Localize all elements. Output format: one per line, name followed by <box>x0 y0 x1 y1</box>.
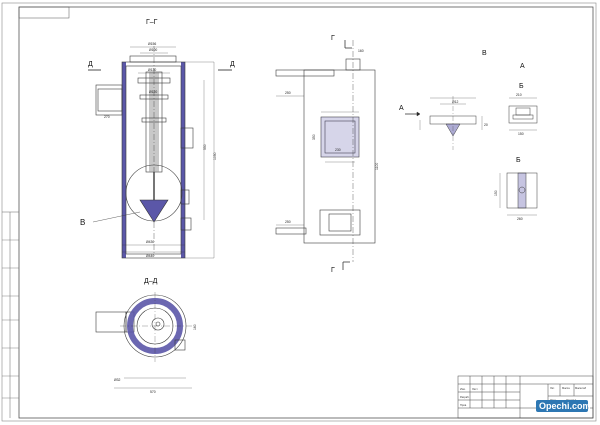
dim-dd-r: Ø32 <box>114 378 121 382</box>
dim-b-top-bottom: 150 <box>518 132 524 136</box>
label-b-top: Б <box>519 83 524 90</box>
section-d-d-view <box>95 292 194 389</box>
dim-window-height: 350 <box>312 134 316 140</box>
dim-front-width: 250 <box>285 91 291 95</box>
label-marker-a: А <box>399 105 404 112</box>
dim-side-height: 1050 <box>213 152 217 160</box>
dim-dd-side: 160 <box>193 324 197 330</box>
dim-bottom-2: Ø440 <box>146 254 154 258</box>
top-stamp-box <box>18 6 70 19</box>
dim-b-side: 150 <box>494 190 498 196</box>
dim-pipe-length: 270 <box>104 115 110 119</box>
dim-a-h: 20 <box>484 123 488 127</box>
label-detail-v: В <box>482 50 487 57</box>
dim-b-width: 260 <box>517 217 523 221</box>
label-view-a: А <box>520 63 525 70</box>
dim-inner-1: Ø100 <box>149 48 157 52</box>
watermark-text: Opechi.com <box>539 401 591 411</box>
tb-row-izm: Изм. <box>460 387 466 391</box>
tb-row-prov: Пров. <box>460 403 467 407</box>
label-cut-d-left: Д <box>88 61 93 68</box>
tb-col-masshtab: Масштаб <box>575 386 587 390</box>
detail-v-view <box>405 96 483 150</box>
section-g-g-view <box>92 46 215 259</box>
dim-inner-2: Ø130 <box>148 68 156 72</box>
label-cut-g-bottom: Г <box>331 267 335 274</box>
dim-window-width: 230 <box>335 148 341 152</box>
tb-row-razrab: Разраб. <box>460 395 470 399</box>
left-margin-strip <box>2 211 19 418</box>
detail-b-top-view <box>508 97 538 131</box>
label-cut-d-right: Д <box>230 61 235 68</box>
dim-dd-width: 570 <box>150 390 156 394</box>
tb-row-list: Лист <box>472 387 478 391</box>
dim-a-diam: Ø12 <box>452 100 459 104</box>
label-detail-v-leader: В <box>80 218 85 227</box>
frame-border <box>18 6 594 419</box>
dim-bottom-1: Ø430 <box>146 240 154 244</box>
front-view <box>275 40 376 270</box>
dim-inner-3: Ø120 <box>149 90 157 94</box>
label-section-d-d: Д–Д <box>144 278 158 285</box>
watermark-badge <box>536 400 588 412</box>
detail-b-view <box>499 172 538 216</box>
dim-front-bottom: 250 <box>285 220 291 224</box>
dim-b-top-width: 210 <box>516 93 522 97</box>
label-view-b: Б <box>516 157 521 164</box>
dim-front-height: 1100 <box>375 163 379 170</box>
label-section-g-g: Г–Г <box>146 19 158 26</box>
tb-col-massa: Масса <box>562 386 570 390</box>
dim-side-height-2: 550 <box>203 144 207 150</box>
label-cut-g-top: Г <box>331 35 335 42</box>
dim-top-width: Ø156 <box>148 42 156 46</box>
dim-front-top: 160 <box>358 49 364 53</box>
tb-col-lit: Лит. <box>550 386 555 390</box>
